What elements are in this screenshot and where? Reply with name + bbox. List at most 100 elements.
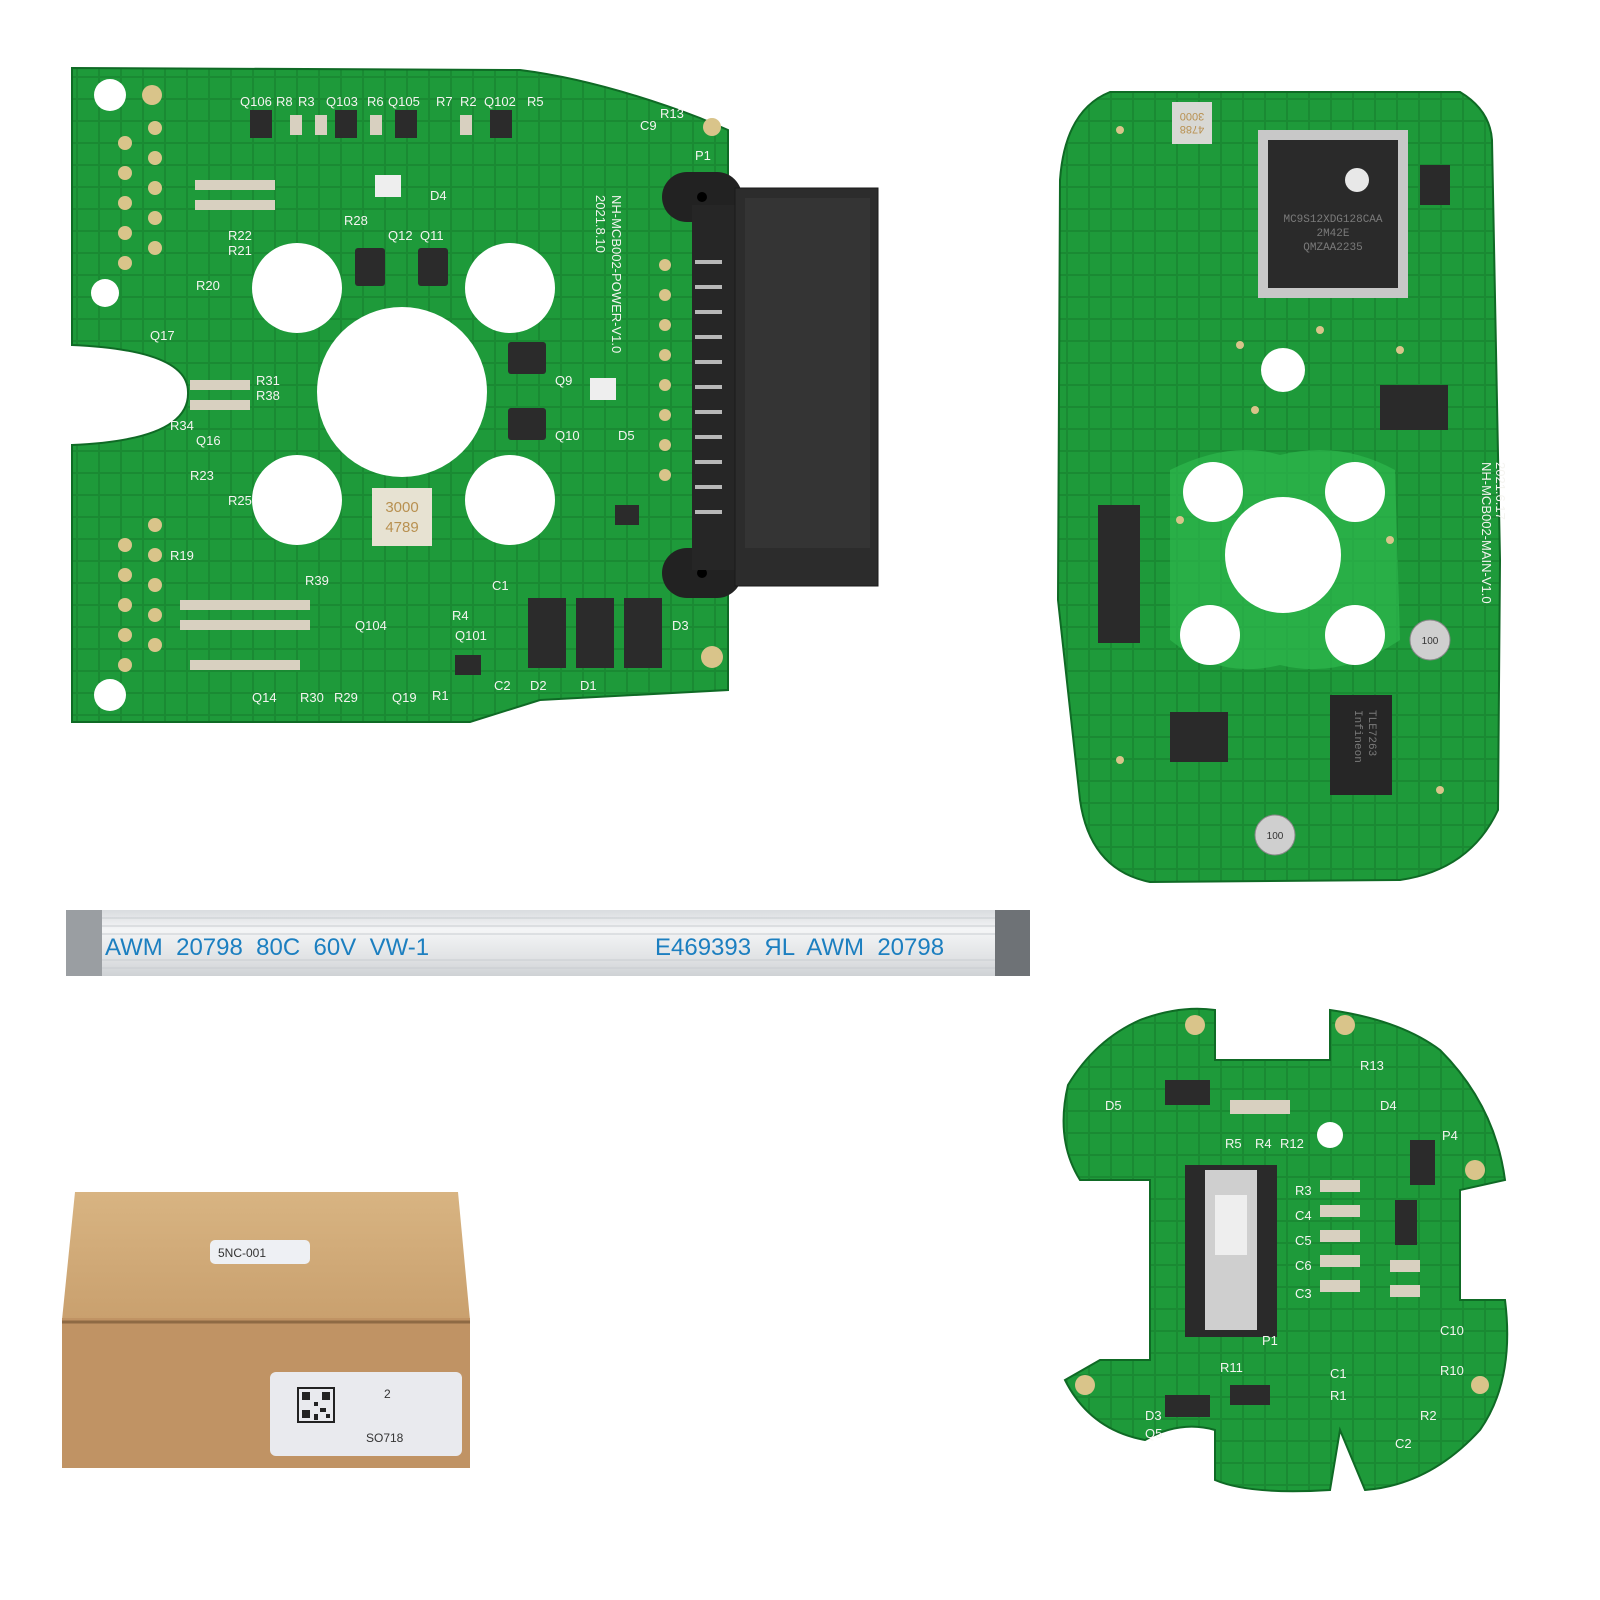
box-top-label-text: 5NC-001 [218,1246,266,1260]
silkscreen-label: R10 [1440,1363,1464,1378]
silkscreen-label: C1 [492,578,509,593]
silkscreen-label: R13 [660,106,684,121]
silkscreen-label: Q19 [392,690,417,705]
round-board-silkscreen: D5 R5 R4 R12 R13 D4 P4 R3 C4 C5 C6 C3 R1… [1105,1058,1464,1451]
silkscreen-label: C3 [1295,1286,1312,1301]
silkscreen-label: R22 [228,228,252,243]
box-front-label: 2 SO718 [270,1372,462,1456]
silkscreen-label: Q104 [355,618,387,633]
silkscreen-label: Q14 [252,690,277,705]
silkscreen-label: Q10 [555,428,580,443]
silkscreen-label: R6 [367,94,384,109]
box-top-label: 5NC-001 [210,1240,310,1264]
silkscreen-label: R19 [170,548,194,563]
power-board-name: NH-MCB002-POWER-V1.0 [609,195,624,353]
silkscreen-label: D4 [430,188,447,203]
led-d4 [375,175,401,197]
silkscreen-label: R4 [452,608,469,623]
silkscreen-label: C10 [1440,1323,1464,1338]
silkscreen-label: TLE7263 [1365,710,1377,756]
silkscreen-label: Q103 [326,94,358,109]
mcu-marking-2: 2M42E [1316,228,1349,240]
capacitor-c52: 100 [1409,619,1451,661]
silkscreen-label: C2 [494,678,511,693]
silkscreen-label: R12 [1280,1136,1304,1151]
silkscreen-label: R39 [305,573,329,588]
silkscreen-label: R34 [170,418,194,433]
mcu-chip: MC9S12XDG128CAA 2M42E QMZAA2235 [1258,130,1408,298]
silkscreen-label: P1 [1262,1333,1278,1348]
cardboard-box: 5NC-001 2 SO718 [62,1192,470,1468]
ribbon-cable: AWM 20798 80C 60V VW-1 E469393 ЯL AWM 20… [66,910,1030,976]
silkscreen-label: Q12 [388,228,413,243]
silkscreen-label: R7 [436,94,453,109]
silkscreen-label: Q11 [420,228,444,243]
box-code: SO718 [366,1431,404,1445]
silkscreen-label: C5 [1295,1233,1312,1248]
main-board-holes [1180,348,1385,665]
led-d5 [590,378,616,400]
pin-header-j2 [1098,505,1140,643]
mcu-marking-1: MC9S12XDG128CAA [1283,214,1382,226]
power-sticker: 3000 4789 [372,488,432,546]
silkscreen-label: 100 [1422,636,1439,647]
silkscreen-label: C1 [1330,1366,1347,1381]
silkscreen-label: R3 [298,94,315,109]
silkscreen-label: R5 [527,94,544,109]
round-board: D5 R5 R4 R12 R13 D4 P4 R3 C4 C5 C6 C3 R1… [1062,1007,1509,1493]
capacitor-c59: 100 [1254,814,1296,856]
silkscreen-label: 100 [1267,831,1284,842]
silkscreen-label: D1 [580,678,597,693]
silkscreen-label: Infineon [1351,710,1363,763]
silkscreen-label: Q9 [555,373,572,388]
main-board-name: NH-MCB002-MAIN-V1.0 [1479,462,1494,604]
silkscreen-label: R1 [432,688,449,703]
qr-code-icon [297,1387,335,1423]
silkscreen-label: R8 [276,94,293,109]
silkscreen-label: Q102 [484,94,516,109]
silkscreen-label: D4 [1380,1098,1397,1113]
silkscreen-label: D3 [1145,1408,1162,1423]
silkscreen-label: P1 [695,148,711,163]
box-quantity: 2 [384,1387,391,1401]
cable-print-left: AWM 20798 80C 60V VW-1 [105,934,429,961]
silkscreen-label: C2 [1395,1436,1412,1451]
silkscreen-label: C4 [1295,1208,1312,1223]
mcu-marking-3: QMZAA2235 [1303,242,1362,254]
silkscreen-label: R2 [1420,1408,1437,1423]
silkscreen-label: C6 [1295,1258,1312,1273]
sticker-line2: 4789 [385,519,418,536]
driver-chip: Infineon TLE7263 [1330,695,1392,795]
silkscreen-label: D5 [1105,1098,1122,1113]
silkscreen-label: Q17 [150,328,175,343]
silkscreen-label: P4 [1442,1128,1458,1143]
main-board-date: 2021.6.17 [1493,462,1508,520]
main-board: MC9S12XDG128CAA 2M42E QMZAA2235 4788 300… [1056,91,1508,884]
main-sticker: 4788 3000 [1172,102,1212,144]
power-board: 3000 4789 NH-MCB002-POWER-V1.0 2021.8.10… [71,66,879,723]
silkscreen-label: R20 [196,278,220,293]
silkscreen-label: Q16 [196,433,221,448]
silkscreen-label: R25 [228,493,252,508]
silkscreen-label: R4 [1255,1136,1272,1151]
silkscreen-label: R31 [256,373,280,388]
silkscreen-label: Q105 [388,94,420,109]
sticker-line1: 3000 [385,499,418,516]
silkscreen-label: D3 [672,618,689,633]
power-board-date: 2021.8.10 [593,195,608,253]
silkscreen-label: R11 [1220,1360,1243,1375]
mounting-holes [91,79,555,711]
board-connector-p1 [1185,1165,1277,1337]
silkscreen-label: R3 [1295,1183,1312,1198]
cable-print-right: E469393 ЯL AWM 20798 [655,934,944,961]
silkscreen-label: R28 [344,213,368,228]
silkscreen-label: R38 [256,388,280,403]
silkscreen-label: R2 [460,94,477,109]
silkscreen-label: 4788 [1180,123,1204,135]
silkscreen-label: D2 [530,678,547,693]
silkscreen-label: Q101 [455,628,487,643]
silkscreen-label: 3000 [1180,110,1204,122]
silkscreen-label: C9 [640,118,657,133]
silkscreen-label: R21 [228,243,252,258]
